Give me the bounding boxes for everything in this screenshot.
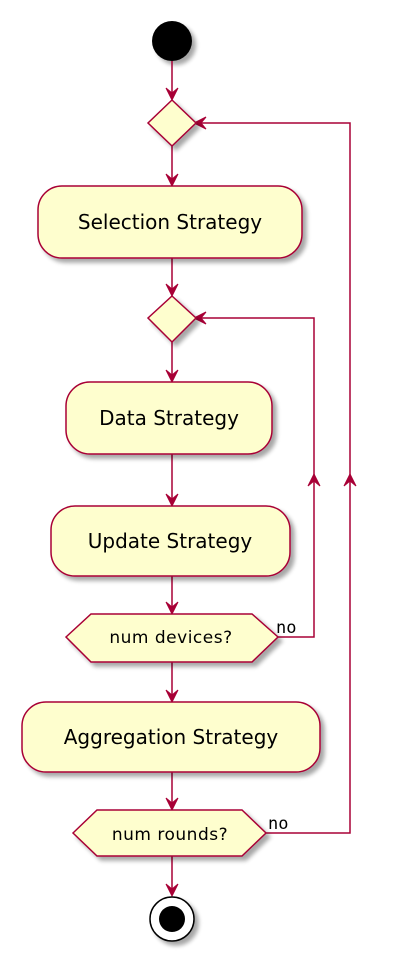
decision-num-devices: num devices? bbox=[64, 613, 280, 663]
aggregation-strategy-label: Aggregation Strategy bbox=[64, 725, 279, 749]
update-strategy-label: Update Strategy bbox=[88, 529, 253, 553]
activity-update-strategy: Update Strategy bbox=[50, 505, 291, 577]
end-node bbox=[149, 896, 195, 942]
activity-aggregation-strategy: Aggregation Strategy bbox=[21, 701, 321, 773]
selection-strategy-label: Selection Strategy bbox=[78, 210, 262, 234]
activity-data-strategy: Data Strategy bbox=[65, 381, 273, 455]
decision-num-rounds: num rounds? bbox=[71, 809, 268, 857]
activity-selection-strategy: Selection Strategy bbox=[37, 185, 303, 259]
connectors bbox=[165, 61, 357, 898]
merge-diamond-outer bbox=[146, 98, 198, 148]
data-strategy-label: Data Strategy bbox=[99, 406, 239, 430]
rounds-no-label: no bbox=[268, 814, 288, 834]
merge-diamond-inner bbox=[146, 294, 198, 344]
devices-no-label: no bbox=[276, 618, 296, 638]
start-node bbox=[152, 21, 192, 61]
num-devices-label: num devices? bbox=[109, 628, 232, 648]
num-rounds-label: num rounds? bbox=[112, 825, 228, 845]
